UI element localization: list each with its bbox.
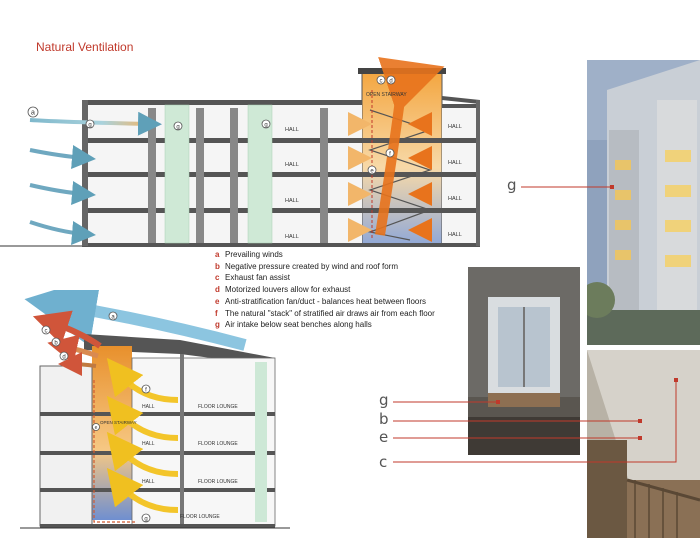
b-hall-label-2: HALL bbox=[142, 441, 155, 447]
interior-stair-photo bbox=[587, 350, 700, 538]
top-building-section: HALL HALL HALL HALL HALL HALL HALL HALL … bbox=[0, 57, 480, 247]
callout-b: b bbox=[379, 410, 389, 428]
hall-label-3: HALL bbox=[285, 198, 299, 204]
exterior-photo bbox=[587, 60, 700, 345]
marker-a-bottom: a bbox=[108, 311, 118, 321]
marker-g-top: g bbox=[85, 119, 95, 129]
svg-text:g: g bbox=[264, 123, 267, 129]
svg-text:d: d bbox=[62, 355, 65, 361]
svg-text:g: g bbox=[88, 123, 91, 129]
lounge-label-2: FLOOR LOUNGE bbox=[198, 441, 238, 447]
page-title: Natural Ventilation bbox=[36, 40, 134, 54]
svg-text:e: e bbox=[95, 425, 98, 431]
marker-c-bottom: c bbox=[41, 325, 51, 335]
svg-text:e: e bbox=[370, 169, 374, 175]
svg-text:g: g bbox=[144, 517, 147, 523]
callout-g-interior: g bbox=[379, 391, 389, 409]
b-hall-label-1: HALL bbox=[142, 404, 155, 410]
hall-label-8: HALL bbox=[448, 232, 462, 238]
svg-text:c: c bbox=[380, 79, 383, 85]
callout-e: e bbox=[379, 428, 389, 446]
svg-text:f: f bbox=[389, 152, 391, 158]
hall-label-4: HALL bbox=[285, 234, 299, 240]
bottom-building-section: HALL HALL HALL FLOOR LOUNGE FLOOR LOUNGE… bbox=[20, 290, 290, 529]
hall-label-6: HALL bbox=[448, 160, 462, 166]
hall-label-2: HALL bbox=[285, 162, 299, 168]
interior-window-photo bbox=[468, 267, 580, 455]
lounge-label-4: FLOOR LOUNGE bbox=[180, 514, 220, 520]
marker-d-top: d bbox=[386, 75, 396, 85]
marker-f-bottom: f bbox=[141, 384, 151, 394]
marker-d-bottom: d bbox=[59, 351, 69, 361]
marker-a-top: a bbox=[27, 106, 39, 118]
lounge-label-3: FLOOR LOUNGE bbox=[198, 479, 238, 485]
callout-g-exterior: g bbox=[507, 176, 517, 194]
callout-c: c bbox=[379, 453, 388, 471]
marker-e-bottom: e bbox=[92, 423, 100, 431]
hall-label-5: HALL bbox=[448, 124, 462, 130]
marker-g-top-3: g bbox=[261, 119, 271, 129]
hall-label-1: HALL bbox=[285, 127, 299, 133]
svg-text:a: a bbox=[111, 315, 115, 321]
svg-text:f: f bbox=[145, 388, 147, 394]
svg-text:d: d bbox=[389, 79, 392, 85]
lounge-label-1: FLOOR LOUNGE bbox=[198, 404, 238, 410]
svg-text:a: a bbox=[31, 110, 35, 117]
b-stairway-label: OPEN STAIRWAY bbox=[100, 420, 137, 425]
hall-label-7: HALL bbox=[448, 196, 462, 202]
marker-g-top-2: g bbox=[173, 121, 183, 131]
b-hall-label-3: HALL bbox=[142, 479, 155, 485]
marker-g-bottom: g bbox=[141, 513, 151, 523]
marker-b-bottom: b bbox=[51, 337, 61, 347]
svg-text:g: g bbox=[176, 125, 179, 131]
marker-e-top: e bbox=[367, 165, 377, 175]
marker-c-top: c bbox=[376, 75, 386, 85]
stairway-label: OPEN STAIRWAY bbox=[366, 92, 407, 98]
svg-text:c: c bbox=[45, 329, 48, 335]
svg-text:b: b bbox=[54, 341, 58, 347]
marker-f-top: f bbox=[385, 148, 395, 158]
